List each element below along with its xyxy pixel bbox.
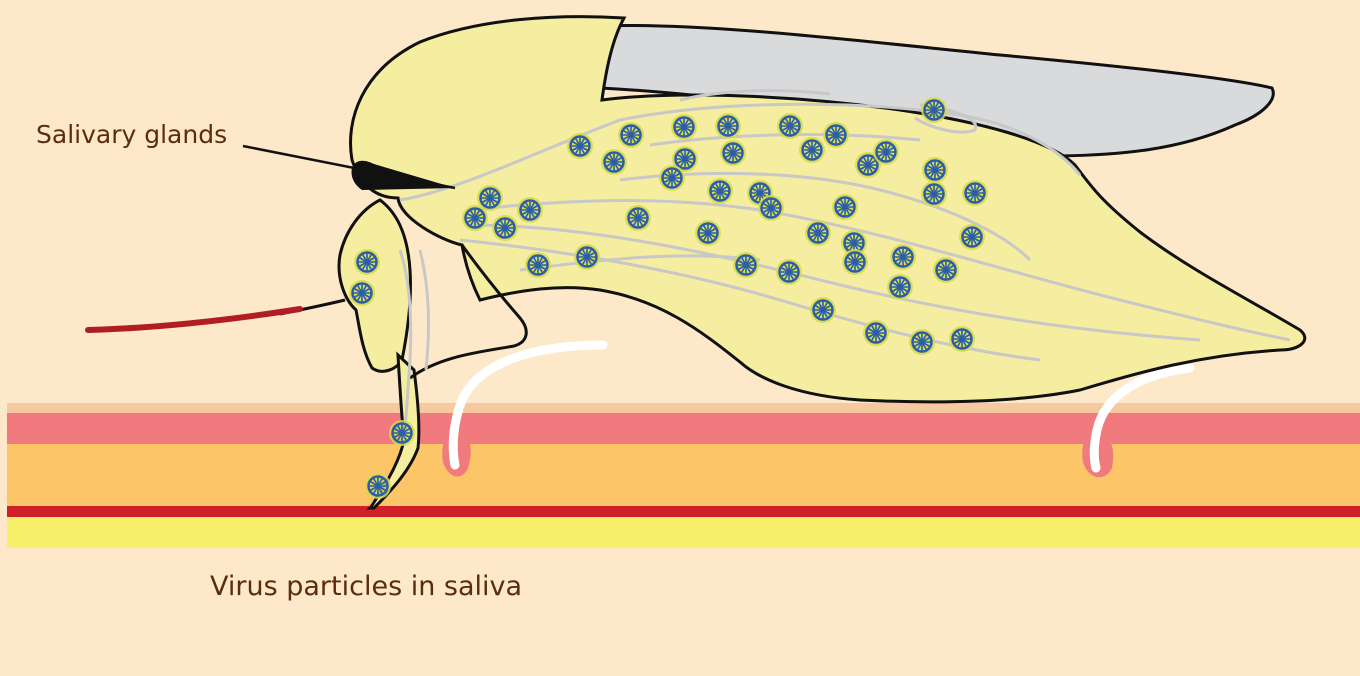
- virus-particle-icon: [873, 139, 899, 165]
- virus-particle-icon: [805, 220, 831, 246]
- virus-particle-icon: [720, 140, 746, 166]
- virus-particles-label: Virus particles in saliva: [210, 571, 522, 602]
- virus-particle-icon: [909, 329, 935, 355]
- virus-particle-icon: [715, 113, 741, 139]
- virus-particle-icon: [921, 97, 947, 123]
- virus-particle-icon: [890, 244, 916, 270]
- blood-vessel-line: [7, 506, 1360, 517]
- virus-particle-icon: [962, 180, 988, 206]
- virus-particle-icon: [887, 274, 913, 300]
- virus-particle-icon: [625, 205, 651, 231]
- virus-particle-icon: [492, 215, 518, 241]
- virus-particle-icon: [949, 326, 975, 352]
- virus-particle-icon: [776, 259, 802, 285]
- skin-layers: [7, 403, 1360, 548]
- virus-particle-icon: [933, 257, 959, 283]
- dermis-layer: [7, 444, 1360, 507]
- virus-particle-icon: [832, 194, 858, 220]
- salivary-glands-label: Salivary glands: [36, 120, 227, 149]
- virus-particle-icon: [707, 178, 733, 204]
- virus-particle-icon: [659, 165, 685, 191]
- mosquito-head: [339, 200, 410, 371]
- virus-particle-icon: [799, 137, 825, 163]
- virus-particle-icon: [959, 224, 985, 250]
- skin-surface-layer: [7, 403, 1360, 414]
- virus-particle-icon: [758, 195, 784, 221]
- virus-particle-icon: [618, 122, 644, 148]
- virus-particle-icon: [389, 420, 415, 446]
- virus-particle-icon: [863, 320, 889, 346]
- virus-particle-icon: [354, 249, 380, 275]
- virus-particle-icon: [365, 473, 391, 499]
- virus-particle-icon: [567, 133, 593, 159]
- virus-particle-icon: [462, 205, 488, 231]
- virus-particle-icon: [525, 252, 551, 278]
- virus-particle-icon: [671, 114, 697, 140]
- virus-particle-icon: [777, 113, 803, 139]
- virus-particle-icon: [517, 197, 543, 223]
- epidermis-layer: [7, 413, 1360, 444]
- virus-particle-icon: [601, 149, 627, 175]
- virus-particle-icon: [574, 244, 600, 270]
- virus-particle-icon: [842, 249, 868, 275]
- antenna-red: [88, 309, 300, 330]
- virus-particle-icon: [922, 157, 948, 183]
- virus-particle-icon: [921, 181, 947, 207]
- fat-layer: [7, 517, 1360, 548]
- virus-particle-icon: [349, 280, 375, 306]
- virus-particle-icon: [810, 297, 836, 323]
- virus-particle-icon: [695, 220, 721, 246]
- virus-particle-icon: [733, 252, 759, 278]
- virus-particle-icon: [823, 122, 849, 148]
